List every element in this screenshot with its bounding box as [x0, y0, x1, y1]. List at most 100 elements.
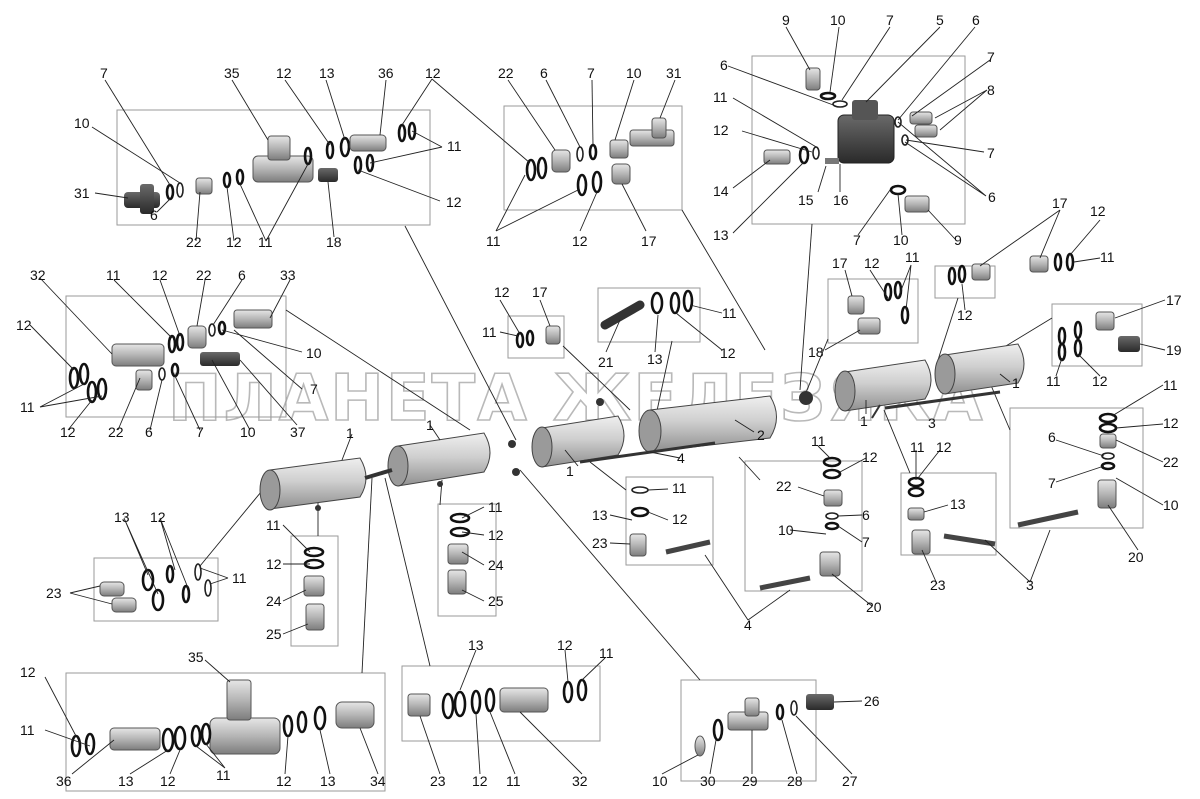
label-12: 12 — [60, 424, 76, 440]
label-22: 22 — [776, 478, 792, 494]
four-circuit-valve-5 — [837, 100, 895, 164]
box-left-filter-group — [65, 295, 287, 418]
label-10: 10 — [1163, 497, 1179, 513]
label-27: 27 — [842, 773, 858, 789]
label-6: 6 — [862, 507, 870, 523]
label-7: 7 — [1048, 475, 1056, 491]
label-9: 9 — [782, 12, 790, 28]
label-12: 12 — [488, 527, 504, 543]
main-assembly — [259, 343, 1025, 511]
label-6: 6 — [1048, 429, 1056, 445]
label-10: 10 — [830, 12, 846, 28]
label-11: 11 — [713, 89, 728, 105]
box-small-17 — [507, 315, 565, 359]
box-top-middle-fittings — [503, 105, 683, 211]
label-12: 12 — [1163, 415, 1179, 431]
box-fitting-20-center — [744, 460, 863, 592]
label-11: 11 — [910, 439, 925, 455]
label-2: 2 — [757, 427, 765, 443]
box-top-left-valve-group — [116, 109, 431, 226]
label-8: 8 — [987, 82, 995, 98]
label-24: 24 — [266, 593, 282, 609]
label-35: 35 — [224, 65, 240, 81]
label-4: 4 — [677, 450, 685, 466]
label-11: 11 — [447, 138, 462, 154]
label-11: 11 — [266, 517, 281, 533]
label-30: 30 — [700, 773, 716, 789]
box-bottom-left-valve — [65, 672, 386, 792]
part-number-labels: 7 10 31 35 12 13 36 12 11 12 6 22 12 11 … — [16, 12, 1182, 789]
label-6: 6 — [972, 12, 980, 28]
label-13: 13 — [319, 65, 335, 81]
label-1: 1 — [860, 413, 868, 429]
label-36: 36 — [378, 65, 394, 81]
label-10: 10 — [778, 522, 794, 538]
label-7: 7 — [587, 65, 595, 81]
box-drain-19 — [1051, 303, 1143, 367]
label-10: 10 — [306, 345, 322, 361]
label-1: 1 — [1012, 375, 1020, 391]
label-13: 13 — [950, 496, 966, 512]
label-12: 12 — [1090, 203, 1106, 219]
label-7: 7 — [987, 49, 995, 65]
box-top-right-valve — [751, 55, 966, 225]
label-13: 13 — [118, 773, 134, 789]
label-13: 13 — [647, 351, 663, 367]
label-26: 26 — [864, 693, 880, 709]
label-10: 10 — [652, 773, 668, 789]
label-17: 17 — [1052, 195, 1068, 211]
label-17: 17 — [641, 233, 657, 249]
label-31: 31 — [74, 185, 90, 201]
label-37: 37 — [290, 424, 306, 440]
label-12: 12 — [226, 234, 242, 250]
label-6: 6 — [150, 207, 158, 223]
air-tank-right-2 — [934, 343, 1025, 395]
label-18: 18 — [808, 344, 824, 360]
box-plug-17-right — [934, 265, 996, 299]
label-36: 36 — [56, 773, 72, 789]
label-10: 10 — [893, 232, 909, 248]
label-12: 12 — [16, 317, 32, 333]
label-6: 6 — [540, 65, 548, 81]
label-10: 10 — [240, 424, 256, 440]
label-12: 12 — [572, 233, 588, 249]
box-fitting-23-left — [93, 557, 219, 622]
label-14: 14 — [713, 183, 729, 199]
label-12: 12 — [557, 637, 573, 653]
label-12: 12 — [276, 65, 292, 81]
label-20: 20 — [866, 599, 882, 615]
label-32: 32 — [572, 773, 588, 789]
label-12: 12 — [864, 255, 880, 271]
pressure-valve-35-top — [252, 135, 314, 183]
label-12: 12 — [20, 664, 36, 680]
label-32: 32 — [30, 267, 46, 283]
label-15: 15 — [798, 192, 814, 208]
label-1: 1 — [346, 425, 354, 441]
label-11: 11 — [106, 267, 121, 283]
label-19: 19 — [1166, 342, 1182, 358]
label-1: 1 — [426, 417, 434, 433]
label-7: 7 — [100, 65, 108, 81]
group-boxes — [65, 55, 1144, 792]
parts — [68, 67, 1140, 758]
box-plug-18 — [827, 278, 919, 344]
label-13: 13 — [713, 227, 729, 243]
box-bottom-right-fittings — [680, 679, 817, 782]
label-22: 22 — [1163, 454, 1179, 470]
label-18: 18 — [326, 234, 342, 250]
label-35: 35 — [188, 649, 204, 665]
label-5: 5 — [936, 12, 944, 28]
label-23: 23 — [430, 773, 446, 789]
label-3: 3 — [1026, 577, 1034, 593]
box-bottom-filter-32 — [401, 665, 601, 742]
label-12: 12 — [150, 509, 166, 525]
box-fitting-23-right — [900, 472, 997, 556]
label-17: 17 — [832, 255, 848, 271]
label-12: 12 — [160, 773, 176, 789]
label-9: 9 — [954, 232, 962, 248]
label-12: 12 — [494, 284, 510, 300]
label-12: 12 — [425, 65, 441, 81]
air-tank-2 — [638, 395, 777, 453]
label-11: 11 — [482, 324, 497, 340]
